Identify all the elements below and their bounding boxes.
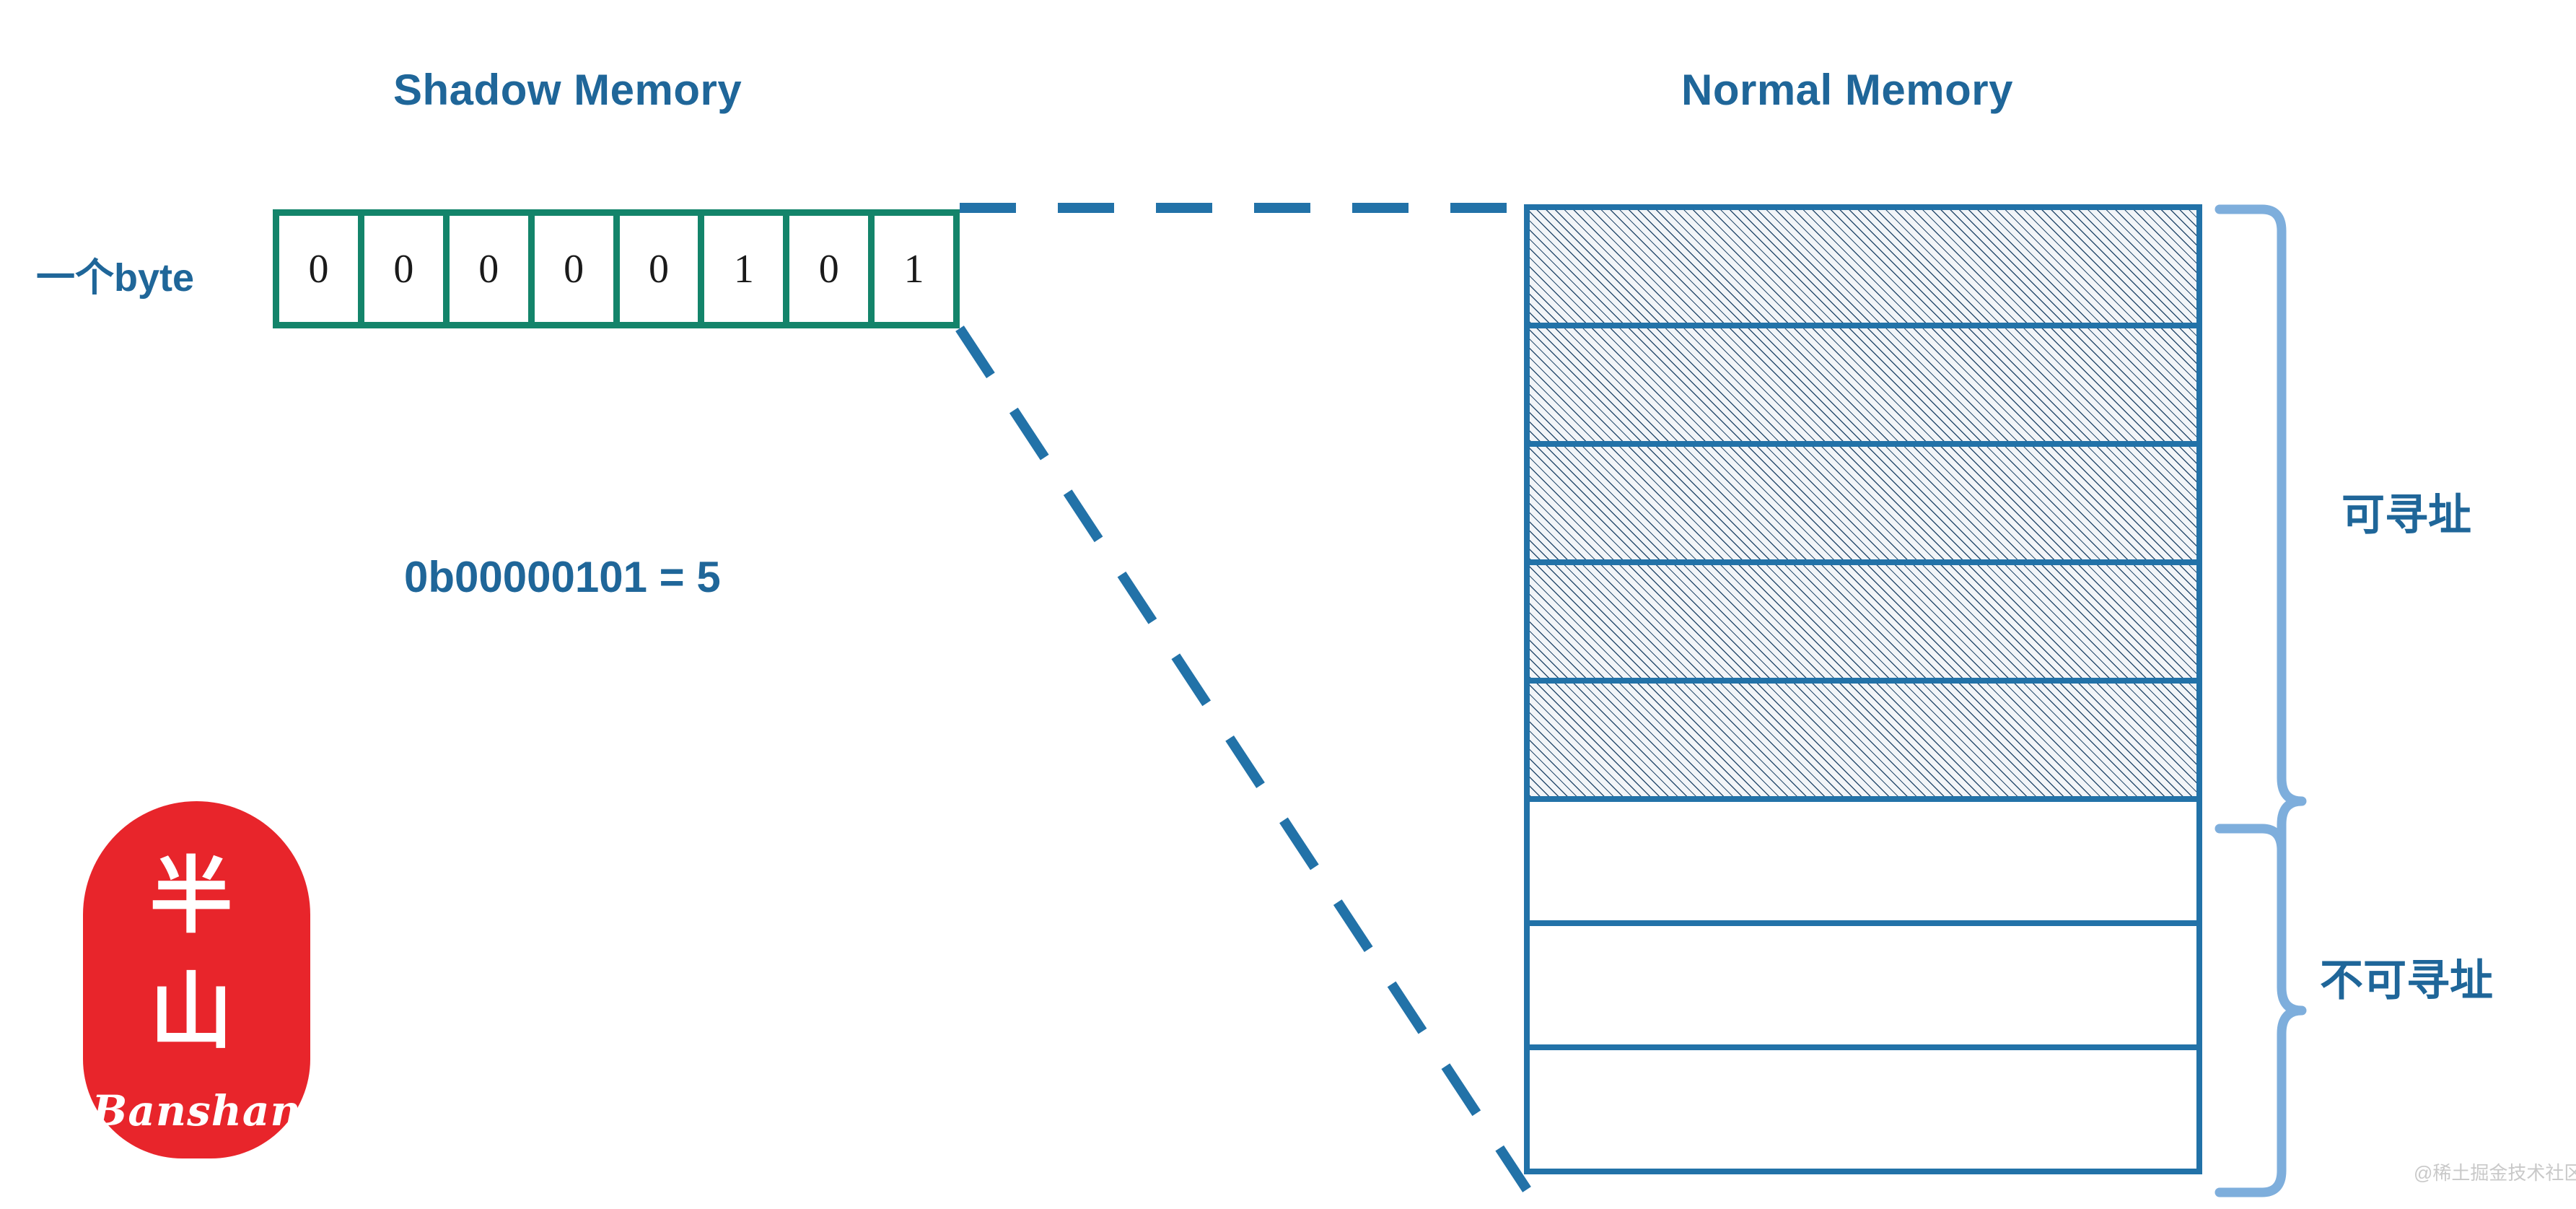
memory-block — [1524, 678, 2202, 802]
binary-value-formula: 0b00000101 = 5 — [404, 553, 721, 601]
memory-block — [1524, 559, 2202, 684]
seal-body-shape — [83, 801, 310, 1158]
memory-block — [1524, 441, 2202, 565]
bit-cell: 0 — [364, 216, 450, 322]
bit-cell: 0 — [535, 216, 620, 322]
one-byte-label: 一个byte — [36, 256, 195, 300]
bit-cell: 0 — [620, 216, 705, 322]
seal-wordmark: Banshan — [92, 1086, 302, 1135]
memory-block — [1524, 796, 2202, 926]
seal-character-shan: 山 — [149, 966, 233, 1058]
watermark-text: @稀土掘金技术社区 — [2414, 1162, 2576, 1184]
dashed-connector-diagonal — [955, 326, 1531, 1192]
bit-cell: 0 — [279, 216, 364, 322]
shadow-memory-byte-strip: 0 0 0 0 0 1 0 1 — [273, 209, 960, 328]
memory-block — [1524, 204, 2202, 328]
seal-character-ban: 半 — [149, 851, 233, 943]
normal-memory-title: Normal Memory — [1681, 66, 2013, 114]
label-unaddressable: 不可寻址 — [2320, 956, 2493, 1005]
shadow-memory-title: Shadow Memory — [393, 66, 742, 114]
bit-cell: 0 — [789, 216, 875, 322]
normal-memory-column — [1524, 204, 2202, 1190]
bit-cell: 0 — [450, 216, 535, 322]
memory-block — [1524, 1044, 2202, 1174]
memory-block — [1524, 323, 2202, 447]
brace-addressable — [2220, 209, 2302, 1209]
bit-cell: 1 — [704, 216, 790, 322]
label-addressable: 可寻址 — [2341, 491, 2471, 539]
bit-cell: 1 — [903, 246, 924, 292]
memory-block — [1524, 920, 2202, 1050]
banshan-seal-logo: 半 山 Banshan — [58, 794, 332, 1169]
brace-unaddressable — [2214, 824, 2307, 1197]
